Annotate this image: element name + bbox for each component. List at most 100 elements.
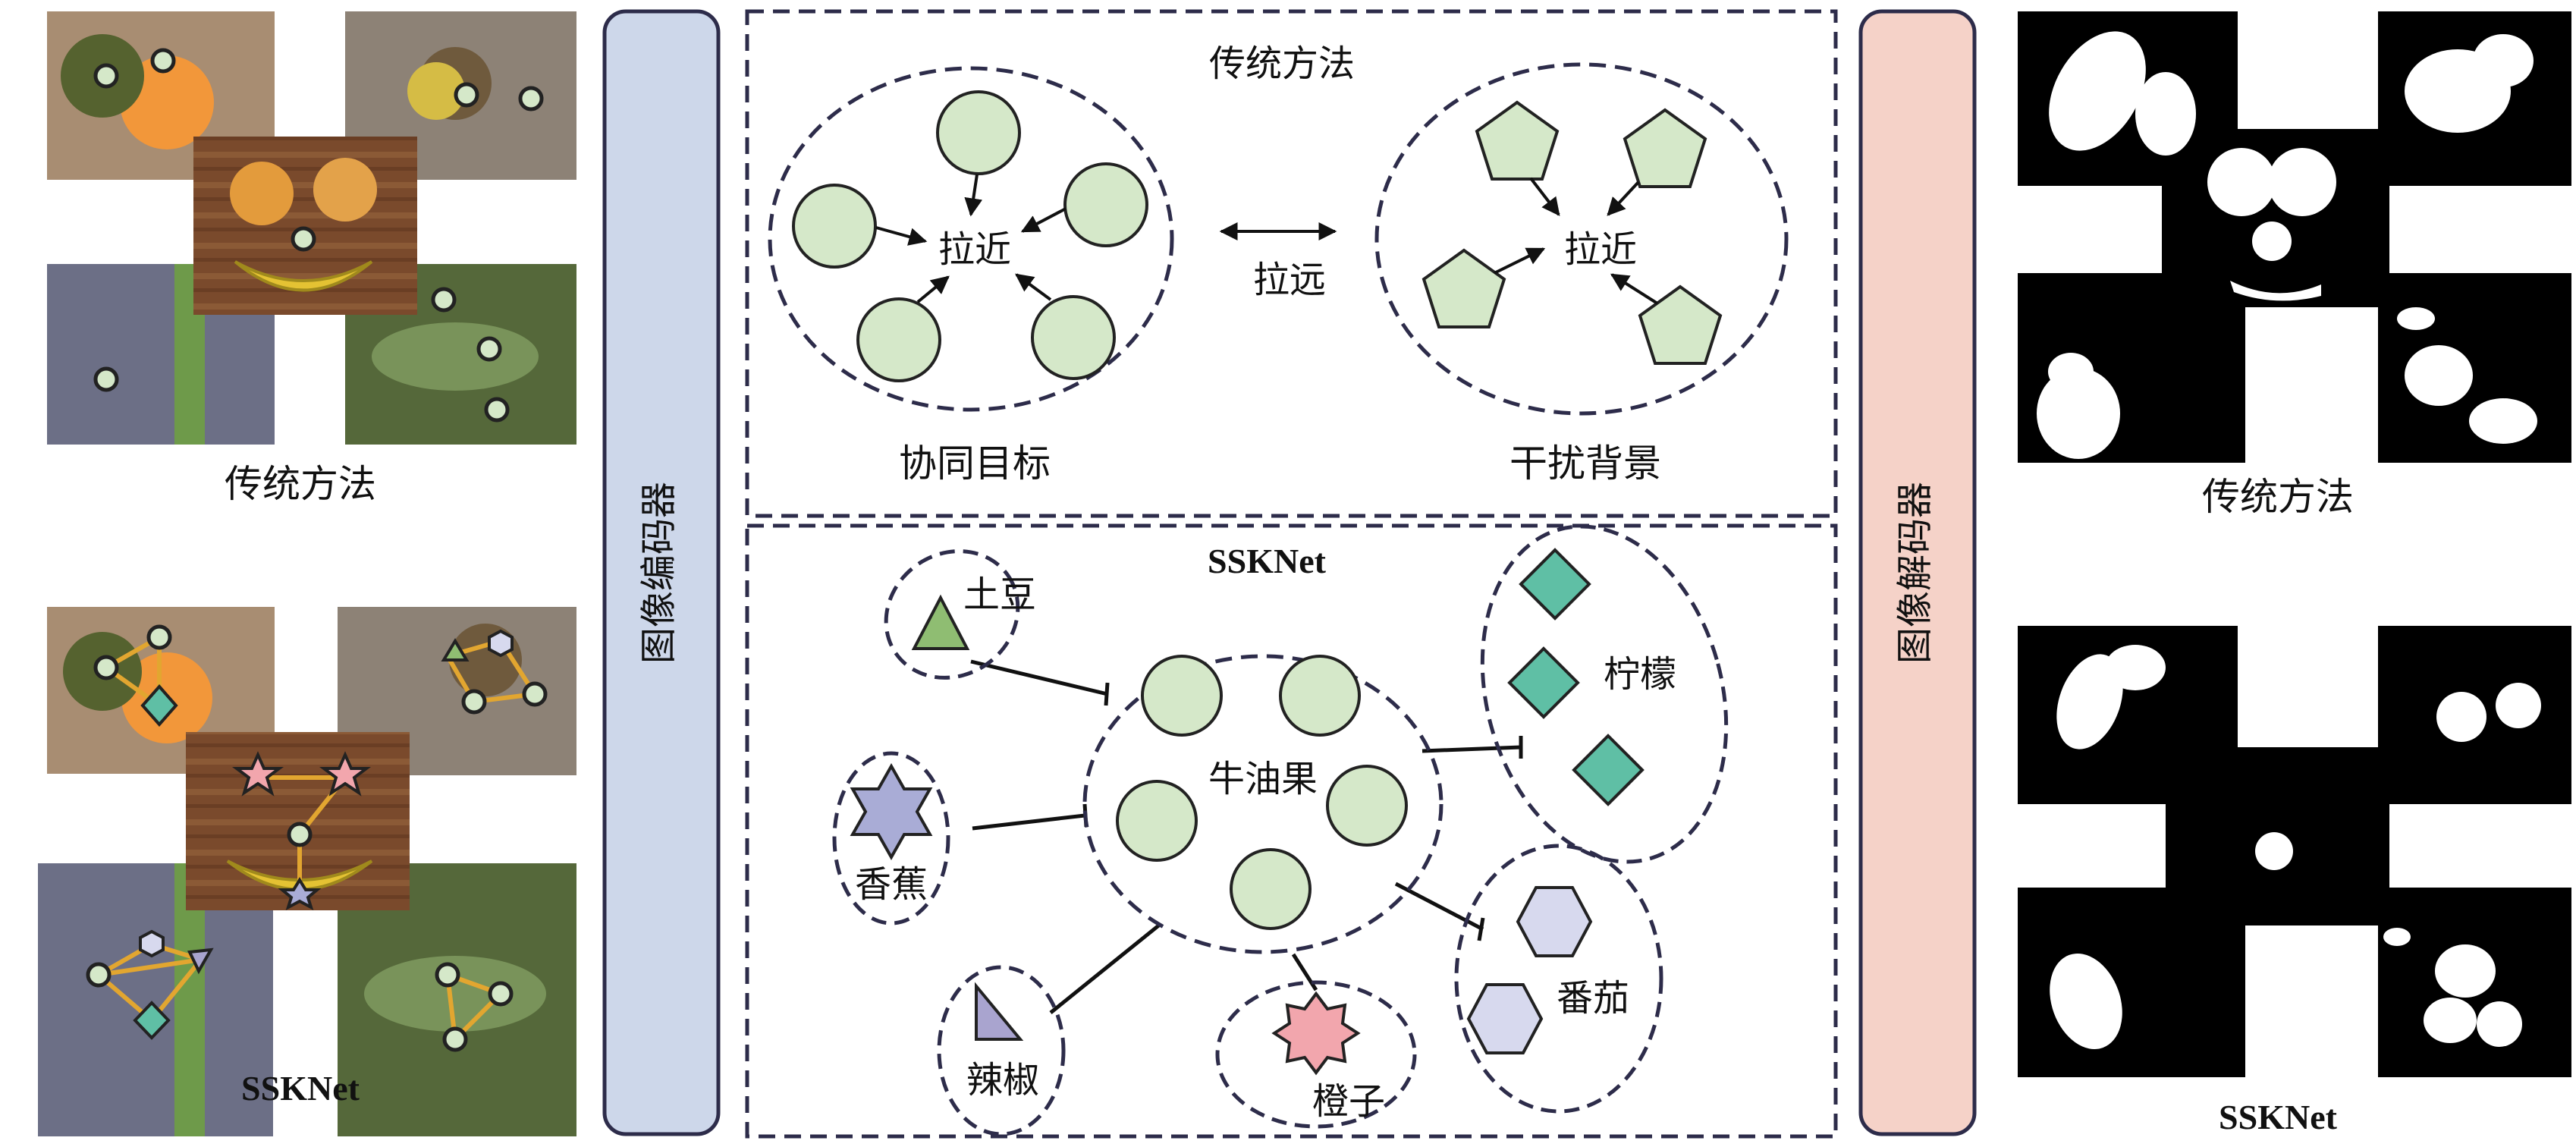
banana-star — [850, 762, 933, 861]
mask-blob — [2230, 281, 2321, 301]
graph-pepper — [187, 947, 214, 975]
avocado-sample — [1116, 780, 1198, 862]
sample-pentagon — [1623, 108, 1707, 188]
graph-triangle — [441, 638, 470, 661]
mask-blob — [2405, 345, 2473, 406]
mask-blob — [2473, 34, 2534, 87]
pull-closer-label: 拉近 — [938, 228, 1011, 271]
traditional-collage — [47, 11, 576, 445]
orange-label: 橙子 — [1312, 1080, 1385, 1123]
lemon-diamond — [1572, 734, 1645, 806]
graph-star-blue — [278, 877, 322, 911]
avocado-ellipse — [1082, 654, 1444, 954]
sample-circle — [1063, 162, 1148, 247]
sample-circle — [856, 297, 941, 382]
left-traditional-caption: 传统方法 — [225, 462, 376, 506]
tomato-hexagon — [1466, 983, 1544, 1054]
background-cluster: 拉近 — [1374, 62, 1789, 416]
mask-blob — [2207, 148, 2276, 216]
marker-dot — [484, 397, 510, 423]
banana-smile — [226, 859, 373, 891]
pepper-group: 辣椒 — [937, 965, 1066, 1136]
mask-blob — [2252, 222, 2292, 261]
leaf-shape — [364, 956, 546, 1032]
mask-blob — [2397, 307, 2435, 330]
banana-group: 香蕉 — [832, 751, 950, 925]
avocado-sample — [1230, 848, 1312, 930]
cluster-ellipse — [1374, 62, 1789, 416]
graph-node — [461, 689, 487, 715]
mask-blob — [2383, 928, 2411, 946]
ssknet-box-title: SSKNet — [1208, 542, 1327, 580]
image-encoder-bar — [602, 9, 721, 1136]
graph-diamond — [133, 1001, 171, 1040]
banana-label: 香蕉 — [855, 863, 928, 906]
graph-node — [93, 655, 119, 680]
marker-dot — [150, 48, 176, 74]
mask-blob — [2424, 998, 2477, 1043]
pepper-label: 辣椒 — [966, 1059, 1039, 1101]
lemon-fruit — [407, 62, 465, 120]
left-ssknet-caption: SSKNet — [241, 1069, 360, 1108]
mask-blob — [2255, 832, 2293, 870]
tomato-label: 番茄 — [1557, 977, 1629, 1020]
mask-blob — [2135, 72, 2196, 156]
potato-label: 土豆 — [963, 574, 1036, 616]
fruit-eye-right — [313, 158, 377, 222]
ssknet-mask-collage — [2018, 626, 2571, 1077]
right-ssknet-caption: SSKNet — [2219, 1098, 2338, 1136]
mask-blob — [2105, 645, 2166, 690]
mask-blob — [2049, 31, 2146, 151]
fruit-eye-left — [230, 162, 294, 225]
group-links — [970, 659, 1522, 1014]
graph-diamond — [140, 683, 178, 727]
avocado-sample — [1279, 655, 1361, 737]
mask-blob — [2048, 353, 2094, 391]
group-ellipse — [937, 965, 1066, 1136]
background-caption: 干扰背景 — [1509, 442, 1661, 486]
pull-closer-label: 拉近 — [1564, 228, 1637, 271]
right-traditional-caption: 传统方法 — [2202, 475, 2354, 519]
avocado-sample — [1326, 765, 1408, 847]
avocado-cluster: 牛油果 — [1082, 654, 1444, 954]
ssknet-method-box — [745, 523, 1838, 1139]
group-ellipse — [832, 751, 950, 925]
image-encoder-label: 图像编码器 — [638, 482, 680, 664]
mask-blob — [2037, 368, 2120, 459]
graph-star-pink — [319, 751, 371, 797]
potato-group: 土豆 — [884, 549, 1036, 680]
tomato-hexagon — [1516, 886, 1593, 957]
marker-dot — [454, 82, 479, 108]
cluster-ellipse — [768, 66, 1174, 412]
mask-blob — [2056, 654, 2123, 749]
pull-arrows — [1494, 177, 1659, 305]
mask-blob — [2050, 954, 2122, 1049]
pull-arrows — [875, 174, 1067, 303]
mask-blob — [2436, 692, 2486, 742]
group-ellipse — [1215, 980, 1417, 1129]
mask-blob — [2496, 683, 2541, 728]
marker-dot — [93, 366, 119, 392]
ssknet-collage — [38, 607, 576, 1136]
mask-blob — [2435, 944, 2496, 998]
marker-dot — [518, 86, 544, 112]
traditional-mask-collage — [2018, 11, 2571, 463]
push-apart-label: 拉远 — [1253, 259, 1326, 301]
marker-dot — [93, 63, 119, 89]
graph-node — [86, 962, 112, 988]
sample-pentagon — [1638, 284, 1723, 365]
graph-node — [488, 981, 514, 1007]
sample-pentagon — [1475, 100, 1560, 181]
orange-star — [1271, 991, 1361, 1076]
marker-dot — [431, 287, 457, 313]
co-target-caption: 协同目标 — [899, 442, 1051, 486]
image-decoder-bar — [1858, 9, 1977, 1136]
graph-hexagon — [488, 629, 514, 658]
group-ellipse — [1454, 844, 1663, 1114]
pepper-shape — [975, 982, 1024, 1041]
lemon-diamond — [1519, 548, 1591, 621]
marker-dot — [476, 336, 502, 362]
sample-pentagon — [1422, 248, 1506, 328]
traditional-box-title: 传统方法 — [1209, 42, 1355, 85]
